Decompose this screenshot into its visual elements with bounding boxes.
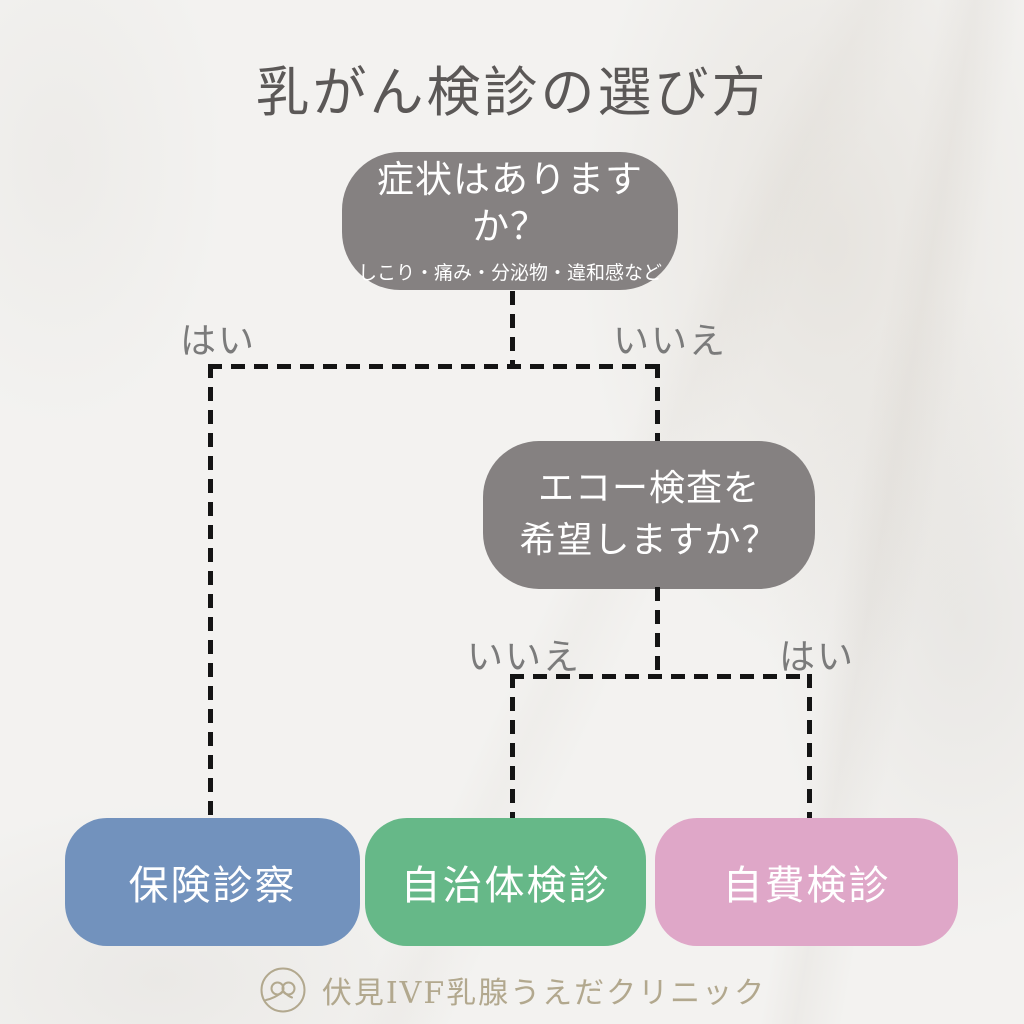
question-symptoms-text: 症状はありますか？ (377, 158, 643, 248)
question-echo-line2: 希望しますか？ (519, 520, 779, 561)
question-symptoms-subtext: しこり・痛み・分泌物・違和感など (357, 261, 662, 284)
outcome-insurance-consultation: 保険診察 (65, 818, 360, 946)
connector-q1-down (510, 291, 515, 369)
question-box-echo: エコー検査を 希望しますか？ (483, 441, 815, 589)
question-echo-line1: エコー検査を (537, 467, 760, 509)
question-echo-text: エコー検査を 希望しますか？ (519, 463, 778, 567)
ribbon-logo-icon (260, 967, 306, 1013)
page-title: 乳がん検診の選び方 (255, 61, 769, 124)
clinic-name: 伏見IVF乳腺うえだクリニック (321, 976, 767, 1011)
connector-branch2-no-down (510, 674, 515, 820)
outcome-municipal-screening: 自治体検診 (365, 818, 646, 946)
branch2-no-label: いいえ (467, 637, 582, 678)
outcome-insurance-label: 保険診察 (128, 863, 297, 909)
connector-q2-down (655, 587, 660, 679)
outcome-municipal-label: 自治体検診 (400, 863, 611, 909)
outcome-selfpay-label: 自費検診 (722, 863, 891, 909)
question-box-symptoms: 症状はありますか？ しこり・痛み・分泌物・違和感など (342, 152, 678, 290)
connector-branch1-no-down (655, 364, 660, 443)
connector-branch2-horizontal (510, 674, 812, 679)
branch1-no-label: いいえ (613, 321, 728, 362)
outcome-selfpay-screening: 自費検診 (655, 818, 958, 946)
connector-branch1-horizontal (208, 364, 660, 369)
branch1-yes-label: はい (180, 321, 257, 362)
clinic-footer: 伏見IVF乳腺うえだクリニック (0, 965, 1024, 1015)
branch2-yes-label: はい (779, 637, 856, 678)
connector-branch2-yes-down (807, 674, 812, 825)
connector-branch1-yes-down (208, 364, 213, 820)
